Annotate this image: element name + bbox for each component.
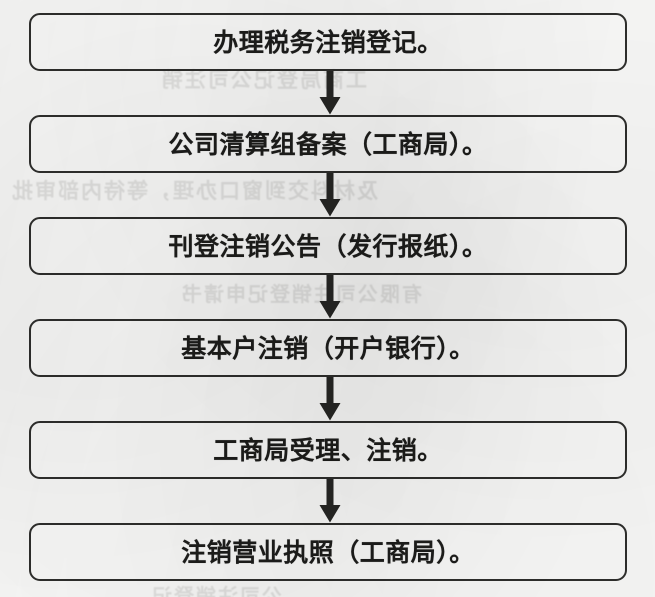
- flow-node-label: 工商局受理、注销。: [213, 435, 443, 465]
- flow-arrow-3-4: [317, 275, 343, 319]
- flow-node-label: 公司清算组备案（工商局）。: [168, 129, 488, 159]
- flow-arrow-5-6: [317, 479, 343, 523]
- flow-node-6: 注销营业执照（工商局）。: [29, 523, 627, 581]
- flow-node-5: 工商局受理、注销。: [29, 421, 627, 479]
- flow-node-label: 注销营业执照（工商局）。: [181, 537, 475, 567]
- flow-node-label: 刊登注销公告（发行报纸）。: [168, 231, 488, 261]
- flow-arrow-4-5: [317, 377, 343, 421]
- flow-node-label: 基本户注销（开户银行）。: [181, 333, 475, 363]
- flow-node-4: 基本户注销（开户银行）。: [29, 319, 627, 377]
- flow-node-3: 刊登注销公告（发行报纸）。: [29, 217, 627, 275]
- flow-node-label: 办理税务注销登记。: [213, 27, 443, 57]
- flow-node-2: 公司清算组备案（工商局）。: [29, 115, 627, 173]
- flow-arrow-1-2: [317, 71, 343, 115]
- flow-node-1: 办理税务注销登记。: [29, 13, 627, 71]
- flow-arrow-2-3: [317, 173, 343, 217]
